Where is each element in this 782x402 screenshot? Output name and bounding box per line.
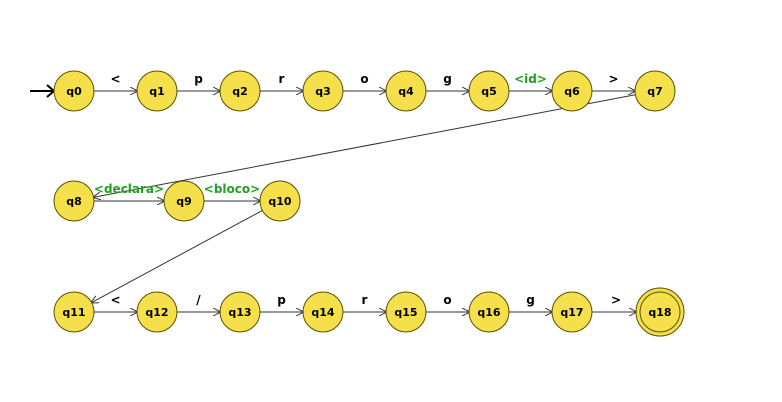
transition-label-q3-q4: o <box>360 72 368 86</box>
state-circle <box>53 70 95 112</box>
state-q3: q3 <box>302 70 344 112</box>
state-q1: q1 <box>136 70 178 112</box>
transition-label-q0-q1: < <box>110 72 120 86</box>
transition-label-q1-q2: p <box>194 72 203 86</box>
state-label: q1 <box>149 85 165 98</box>
state-circle <box>163 180 205 222</box>
transition-label-q11-q12: < <box>110 293 120 307</box>
transition-label-q17-q18: > <box>611 293 621 307</box>
state-circle <box>53 291 95 333</box>
state-q0-start: q0 <box>53 70 95 112</box>
state-circle <box>551 291 593 333</box>
state-circle <box>551 70 593 112</box>
state-label: q12 <box>145 306 168 319</box>
state-label: q11 <box>62 306 85 319</box>
state-circle <box>385 70 427 112</box>
state-label: q7 <box>647 85 663 98</box>
state-q2: q2 <box>219 70 261 112</box>
state-circle <box>219 291 261 333</box>
state-circle <box>136 70 178 112</box>
state-label: q9 <box>176 195 192 208</box>
state-circle <box>634 70 676 112</box>
state-q14: q14 <box>302 291 344 333</box>
state-q17: q17 <box>551 291 593 333</box>
state-q15: q15 <box>385 291 427 333</box>
state-q12: q12 <box>136 291 178 333</box>
state-circle <box>468 70 510 112</box>
state-label: q14 <box>311 306 335 319</box>
state-circle <box>259 180 301 222</box>
state-label: q4 <box>398 85 414 98</box>
state-q4: q4 <box>385 70 427 112</box>
transition-label-q4-q5: g <box>443 72 452 86</box>
state-q9: q9 <box>163 180 205 222</box>
state-label: q2 <box>232 85 248 98</box>
transition-label-q5-q6: <id> <box>514 72 547 86</box>
state-circle <box>385 291 427 333</box>
state-circle <box>302 70 344 112</box>
transition-label-q8-q9: <declara> <box>94 182 164 196</box>
state-circle <box>302 291 344 333</box>
state-q18-accept: q18 <box>635 287 685 337</box>
state-label: q3 <box>315 85 331 98</box>
state-label: q15 <box>394 306 417 319</box>
transition-q10-q11 <box>92 210 263 302</box>
transition-label-q2-q3: r <box>279 72 285 86</box>
state-q10: q10 <box>259 180 301 222</box>
transition-label-q14-q15: r <box>362 293 368 307</box>
transition-label-q16-q17: g <box>526 293 535 307</box>
state-label: q16 <box>477 306 501 319</box>
transition-label-q6-q7: > <box>608 72 618 86</box>
state-label: q0 <box>66 85 82 98</box>
state-label: q17 <box>560 306 583 319</box>
state-q11: q11 <box>53 291 95 333</box>
transition-q7-q8 <box>94 94 636 198</box>
state-q6: q6 <box>551 70 593 112</box>
transition-label-q9-q10: <bloco> <box>204 182 260 196</box>
state-circle <box>219 70 261 112</box>
state-circle <box>136 291 178 333</box>
state-circle <box>468 291 510 333</box>
transition-label-q13-q14: p <box>277 293 286 307</box>
state-q13: q13 <box>219 291 261 333</box>
state-q8: q8 <box>53 180 95 222</box>
state-label: q10 <box>268 195 292 208</box>
state-q16: q16 <box>468 291 510 333</box>
state-label: q13 <box>228 306 251 319</box>
state-label: q5 <box>481 85 497 98</box>
state-label: q6 <box>564 85 580 98</box>
state-q7: q7 <box>634 70 676 112</box>
state-label: q18 <box>648 306 671 319</box>
state-label: q8 <box>66 195 82 208</box>
transition-label-q12-q13: / <box>196 293 201 307</box>
state-inner-circle <box>639 291 681 333</box>
start-arrow <box>30 84 56 98</box>
state-q5: q5 <box>468 70 510 112</box>
state-circle <box>53 180 95 222</box>
transition-label-q15-q16: o <box>443 293 451 307</box>
